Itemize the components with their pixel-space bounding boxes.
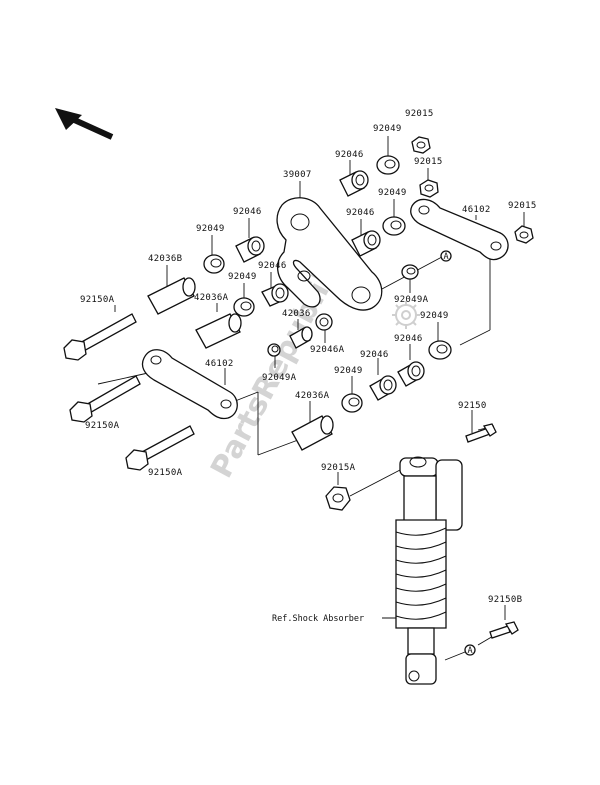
label-92150a-2: 92150A [85, 421, 120, 431]
washer-92049-small [267, 343, 281, 357]
label-92150: 92150 [458, 401, 487, 411]
label-92015-b: 92015 [414, 157, 443, 167]
label-92150a-1: 92150A [80, 295, 115, 305]
washer-92049-top [376, 155, 400, 175]
label-ref-shock-absorber: Ref.Shock Absorber [272, 614, 364, 624]
label-92046-lower-b: 92046 [360, 350, 389, 360]
bolt-92150a-2 [69, 375, 141, 423]
label-92049-top: 92049 [373, 124, 402, 134]
bolt-92150b [489, 621, 519, 639]
shock-absorber [395, 456, 463, 685]
label-92046-a: 92046 [335, 150, 364, 160]
gear-icon [392, 301, 420, 329]
label-92049a-small: 92049A [262, 373, 297, 383]
label-46102-a: 46102 [462, 205, 491, 215]
sleeve-42036b [147, 277, 196, 315]
washer-92049a-top [401, 264, 419, 280]
nut-92015-c [514, 225, 534, 244]
washer-92049-e [233, 297, 255, 317]
washer-92049-b [382, 216, 406, 236]
label-92049-lower: 92049 [334, 366, 363, 376]
bearing-92046-lower-b [369, 375, 397, 401]
link-plate-46102-b [141, 349, 238, 420]
label-92049-b: 92049 [378, 188, 407, 198]
label-92015a: 92015A [321, 463, 356, 473]
callout-a-2: A [464, 644, 476, 656]
label-92046-lower-a: 92046 [394, 334, 423, 344]
bearing-92046-e [261, 283, 289, 307]
washer-92049-d [203, 254, 225, 274]
label-42036a-right: 42036A [295, 391, 330, 401]
label-92049-e: 92049 [228, 272, 257, 282]
label-92046-b: 92046 [346, 208, 375, 218]
bearing-92046-b [351, 230, 381, 257]
label-42036a-left: 42036A [194, 293, 229, 303]
washer-92049-right [428, 340, 452, 360]
sleeve-42036a-left [195, 313, 242, 349]
label-92049a-top: 92049A [394, 295, 429, 305]
leader-lines [97, 136, 525, 661]
label-46102-b: 46102 [205, 359, 234, 369]
bolt-92150a-3 [125, 425, 195, 471]
washer-92049-lower [341, 393, 363, 413]
label-92046-e: 92046 [258, 261, 287, 271]
bearing-92046-a [339, 170, 369, 197]
bearing-92046-d [235, 236, 265, 263]
bearing-92046a [315, 313, 333, 331]
bolt-92150 [465, 423, 497, 443]
label-92046-d: 92046 [233, 207, 262, 217]
nut-92015-top [411, 136, 431, 154]
label-92049-right: 92049 [420, 311, 449, 321]
label-42036: 42036 [282, 309, 311, 319]
label-42036b: 42036B [148, 254, 182, 264]
bolt-92150a-1 [63, 313, 137, 361]
nut-92015a [325, 486, 351, 511]
label-92049-d: 92049 [196, 224, 225, 234]
callout-a-label: A [468, 646, 473, 656]
parts [63, 136, 534, 685]
part-labels: 92015 92049 92046 92015 39007 92049 9204… [80, 109, 537, 624]
callout-a-1: A [440, 250, 452, 262]
arrow-up-left-icon [55, 108, 114, 140]
label-92150a-3: 92150A [148, 468, 183, 478]
sleeve-42036 [289, 326, 313, 349]
bearing-92046-lower-a [397, 361, 425, 387]
link-plate-46102-a [410, 198, 509, 261]
label-92150b: 92150B [488, 595, 522, 605]
label-92015-c: 92015 [508, 201, 537, 211]
label-92015-top: 92015 [405, 109, 434, 119]
nut-92015-b [419, 179, 439, 198]
label-92046a: 92046A [310, 345, 345, 355]
sleeve-42036a-right [291, 415, 334, 451]
label-39007: 39007 [283, 170, 312, 180]
callout-a-label: A [444, 252, 449, 262]
rocker-arm-39007 [276, 197, 383, 311]
